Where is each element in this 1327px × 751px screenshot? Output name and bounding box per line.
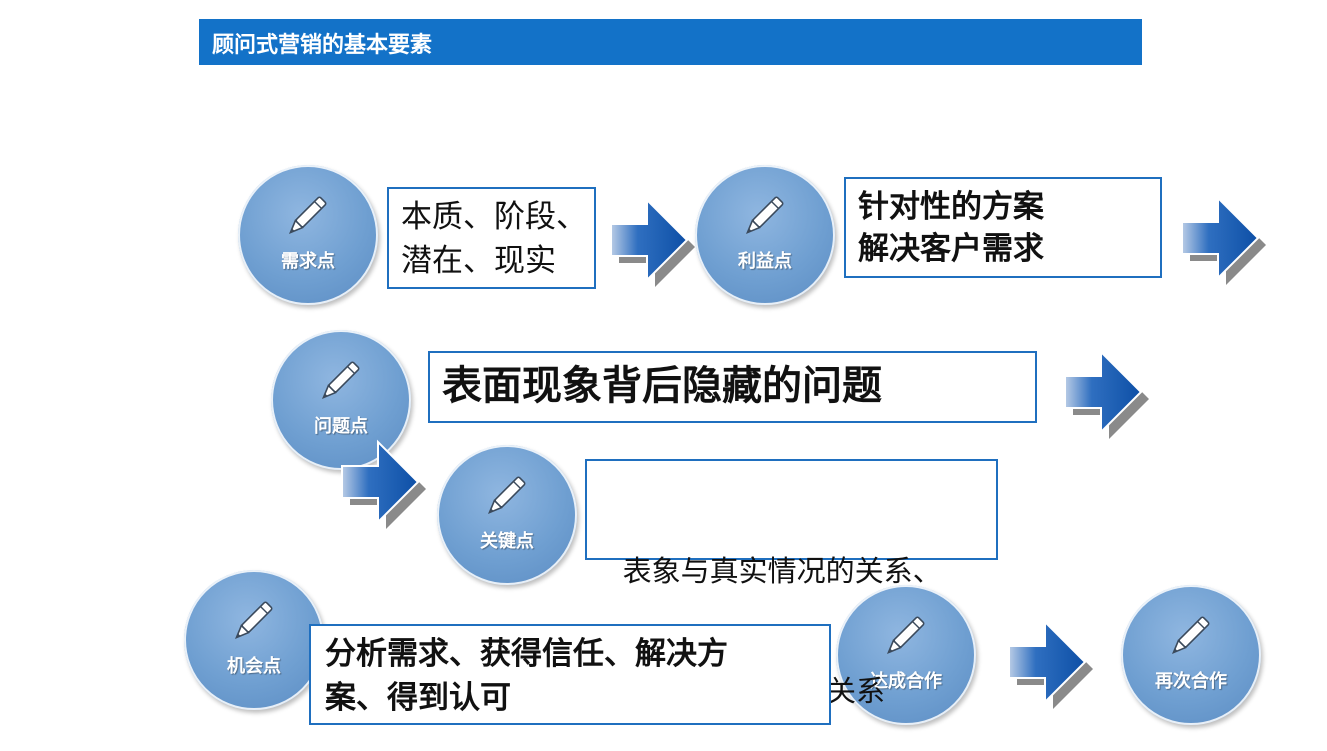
box-line: 潜在、现实 — [401, 243, 556, 279]
box-line: 解决客户需求 — [858, 231, 1044, 267]
box-line: 案、得到认可 — [325, 680, 511, 716]
node-label: 问题点 — [314, 416, 368, 437]
arrow-right-icon — [341, 439, 426, 529]
box-line: 表面现象背后隐藏的问题 — [442, 363, 882, 409]
title-bar: 顾问式营销的基本要素 — [199, 19, 1142, 65]
box-benefit: 针对性的方案 解决客户需求 — [844, 177, 1162, 278]
node-label: 机会点 — [227, 656, 281, 677]
node-opportunity[interactable]: 机会点 — [184, 570, 324, 710]
node-key[interactable]: 关键点 — [437, 445, 577, 585]
node-label: 达成合作 — [870, 671, 942, 692]
node-deal[interactable]: 达成合作 — [836, 585, 976, 725]
node-label: 关键点 — [480, 531, 534, 552]
node-again[interactable]: 再次合作 — [1121, 585, 1261, 725]
page-title: 顾问式营销的基本要素 — [212, 33, 433, 58]
node-problem[interactable]: 问题点 — [271, 330, 411, 470]
pencil-icon — [234, 601, 273, 640]
arrow-right-icon — [1008, 619, 1093, 709]
box-key: 表象与真实情况的关系、 产品与解决方案的关系 — [585, 459, 998, 708]
pencil-icon — [745, 196, 784, 235]
box-line: 针对性的方案 — [858, 189, 1044, 225]
pencil-icon — [886, 616, 925, 655]
box-need: 本质、阶段、 潜在、现实 — [387, 187, 596, 289]
pencil-icon — [321, 361, 360, 400]
pencil-icon — [487, 476, 526, 515]
box-line: 本质、阶段、 — [401, 199, 587, 235]
node-need[interactable]: 需求点 — [238, 165, 378, 305]
box-problem: 表面现象背后隐藏的问题 — [428, 351, 1037, 423]
box-line: 分析需求、获得信任、解决方 — [325, 636, 728, 672]
pencil-icon — [288, 196, 327, 235]
node-label: 利益点 — [738, 251, 792, 272]
arrow-right-icon — [610, 197, 695, 287]
node-label: 需求点 — [281, 251, 335, 272]
box-opportunity: 分析需求、获得信任、解决方 案、得到认可 — [309, 624, 831, 725]
arrow-right-icon — [1064, 349, 1149, 439]
node-label: 再次合作 — [1155, 671, 1227, 692]
node-benefit[interactable]: 利益点 — [695, 165, 835, 305]
pencil-icon — [1171, 616, 1210, 655]
arrow-right-icon — [1181, 195, 1266, 285]
box-line: 表象与真实情况的关系、 — [595, 554, 942, 588]
